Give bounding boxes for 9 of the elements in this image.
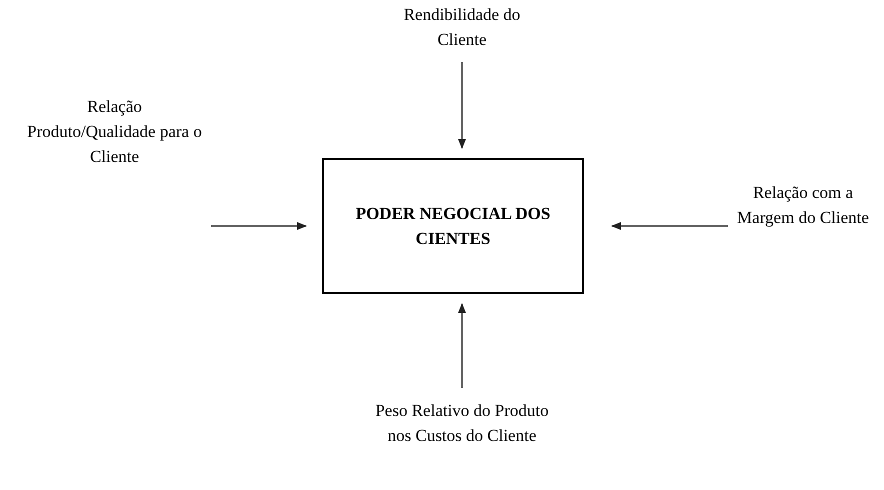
arrow — [611, 222, 728, 230]
factor-text: Rendibilidade do Cliente — [387, 2, 537, 52]
factor-text: Relação com a Margem do Cliente — [728, 180, 878, 230]
factor-text: Relação Produto/Qualidade para o Cliente — [22, 94, 207, 236]
arrow — [458, 62, 466, 149]
process-box: PODER NEGOCIAL DOS CIENTES — [322, 158, 584, 294]
arrow — [211, 222, 307, 230]
arrow — [458, 303, 466, 388]
factor-text: Peso Relativo do Produto nos Custos do Cliente — [372, 398, 552, 448]
